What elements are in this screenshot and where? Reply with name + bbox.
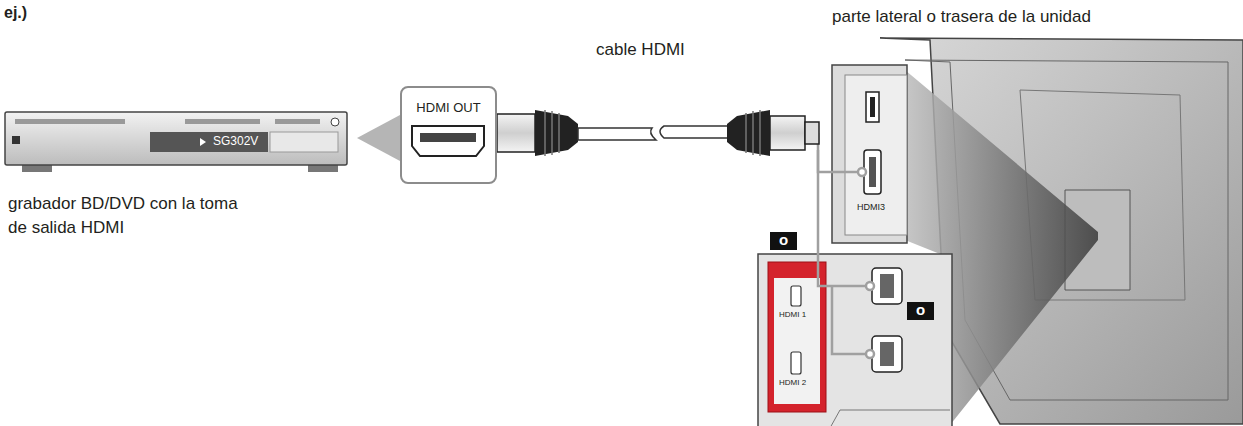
connection-leader — [818, 133, 874, 358]
text-label: HDMI 2 — [779, 378, 806, 388]
alternative-marker: o — [770, 232, 797, 250]
rear-panel — [758, 254, 952, 426]
hdmi-jack — [420, 133, 476, 142]
bd-dvd-recorder — [5, 112, 347, 172]
side-panel — [832, 65, 907, 243]
alternative-marker: o — [907, 302, 934, 320]
text-label: SG302V — [213, 134, 258, 148]
jack-callout: HDMI OUT — [400, 86, 497, 184]
pointer-triangle — [357, 115, 400, 161]
text-label: cable HDMI — [596, 40, 685, 60]
hdmi-cable — [497, 110, 819, 156]
hdmi-jack — [412, 126, 484, 156]
jack-callout-fill — [400, 86, 497, 184]
text-label: parte lateral o trasera de la unidad — [832, 7, 1091, 27]
jack-label: HDMI OUT — [402, 100, 495, 115]
text-label: HDMI3 — [857, 202, 885, 213]
text-label: ej.) — [4, 3, 27, 22]
text-label: grabador BD/DVD con la toma de salida HD… — [8, 192, 248, 240]
text-label: HDMI 1 — [779, 310, 806, 320]
